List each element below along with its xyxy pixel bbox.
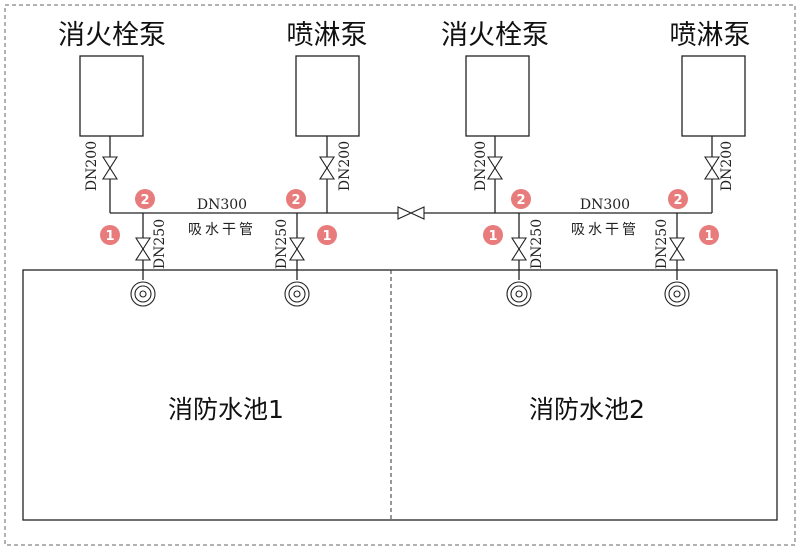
valve-icon — [510, 247, 528, 261]
valve-icon — [288, 247, 306, 261]
valve-icon — [703, 156, 721, 170]
marker-2: 2 — [286, 189, 306, 209]
svg-text:2: 2 — [140, 193, 149, 208]
header-pipe-name-2: 吸水干管 — [571, 222, 639, 238]
marker-2: 2 — [135, 189, 155, 209]
branch-valves — [101, 156, 721, 180]
pump-label-4: 喷淋泵 — [670, 20, 751, 51]
header-connect-valve-icon — [397, 206, 425, 220]
outer-dashed-border — [4, 4, 796, 546]
pump-label-3: 消火栓泵 — [441, 20, 549, 51]
branch-pipe-size-3: DN200 — [473, 141, 489, 191]
pump-box-4 — [681, 55, 746, 137]
branch-pipe-size-4: DN200 — [719, 141, 735, 191]
suction-pipe-size-1: DN250 — [152, 219, 168, 269]
valve-icon — [510, 237, 528, 251]
suction-inlet-icon — [284, 281, 310, 307]
valve-icon — [101, 166, 119, 180]
valve-icon — [486, 156, 504, 170]
suction-pipe-size-3: DN250 — [529, 219, 545, 269]
valve-icon — [134, 247, 152, 261]
valve-icon — [703, 166, 721, 180]
valve-icon — [134, 237, 152, 251]
marker-1: 1 — [317, 225, 337, 245]
suction-pipe-size-2: DN250 — [274, 219, 290, 269]
marker-1: 1 — [483, 225, 503, 245]
suction-pipe-size-4: DN250 — [654, 219, 670, 269]
marker-1: 1 — [699, 225, 719, 245]
header-pipe-name-1: 吸水干管 — [188, 222, 256, 238]
pump-label-2: 喷淋泵 — [287, 20, 368, 51]
header-pipe-size-1: DN300 — [197, 197, 247, 213]
svg-text:2: 2 — [291, 193, 300, 208]
valve-icon — [318, 156, 336, 170]
svg-text:1: 1 — [322, 229, 331, 244]
tank-outline — [22, 269, 778, 521]
header-pipe-size-2: DN300 — [580, 197, 630, 213]
suction-inlets — [130, 281, 690, 307]
markers: 1 2 2 1 1 2 2 1 — [100, 189, 719, 245]
tank-label-2: 消防水池2 — [529, 395, 645, 424]
pump-box-2 — [295, 55, 360, 137]
pump-box-1 — [79, 55, 144, 137]
suction-inlet-icon — [506, 281, 532, 307]
tank-label-1: 消防水池1 — [168, 395, 284, 424]
suction-inlet-icon — [130, 281, 156, 307]
branch-pipe-size-2: DN200 — [337, 141, 353, 191]
valve-icon — [668, 237, 686, 251]
valve-icon — [318, 166, 336, 180]
pump-box-3 — [465, 55, 530, 137]
suction-valves — [134, 237, 686, 261]
svg-text:1: 1 — [105, 229, 114, 244]
valve-icon — [101, 156, 119, 170]
svg-text:2: 2 — [673, 193, 682, 208]
valve-icon — [486, 166, 504, 180]
marker-2: 2 — [511, 189, 531, 209]
suction-inlet-icon — [664, 281, 690, 307]
svg-text:1: 1 — [704, 229, 713, 244]
marker-1: 1 — [100, 225, 120, 245]
pump-label-1: 消火栓泵 — [58, 20, 166, 51]
valve-icon — [288, 237, 306, 251]
svg-text:1: 1 — [488, 229, 497, 244]
valve-icon — [668, 247, 686, 261]
branch-pipe-size-1: DN200 — [84, 141, 100, 191]
marker-2: 2 — [668, 189, 688, 209]
svg-text:2: 2 — [516, 193, 525, 208]
